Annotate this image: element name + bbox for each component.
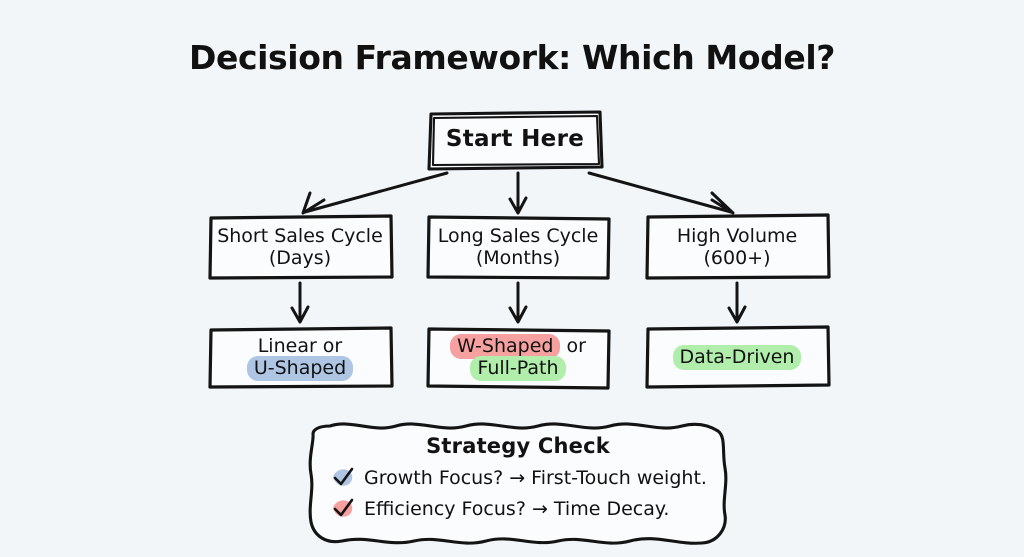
strategy-check-title: Strategy Check (426, 434, 610, 458)
edge-start-to-cond-0 (301, 171, 449, 215)
edge-start-to-cond-2 (587, 171, 735, 215)
highlight-w-shaped: W-Shaped (450, 333, 561, 359)
page-title: Decision Framework: Which Model? (189, 38, 835, 77)
highlight-full-path: Full-Path (470, 356, 566, 381)
node-short-sales-cycle[interactable]: Short Sales Cycle(Days) (209, 216, 391, 278)
node-start[interactable]: Start Here (428, 112, 602, 168)
node-result-data-driven-label: Data-Driven (672, 344, 802, 370)
node-high-volume[interactable]: High Volume(600+) (646, 216, 828, 278)
strategy-check-item-text: Efficiency Focus? → Time Decay. (364, 498, 670, 520)
node-long-sales-cycle[interactable]: Long Sales Cycle(Months) (427, 216, 609, 278)
strategy-check-item: Growth Focus? → First-Touch weight. (313, 465, 723, 491)
result-conjunction: or (560, 334, 586, 357)
node-result-data-driven[interactable]: Data-Driven (646, 328, 828, 386)
edge-start-to-cond-1 (508, 171, 528, 215)
edge-cond-1-to-res-1 (508, 281, 528, 324)
node-short-sales-cycle-label: Short Sales Cycle(Days) (217, 224, 383, 269)
check-icon-blue (329, 465, 357, 491)
strategy-check-item-text: Growth Focus? → First-Touch weight. (364, 467, 707, 489)
check-icon-red (329, 496, 357, 522)
highlight-data-driven: Data-Driven (672, 344, 802, 370)
strategy-check-item: Efficiency Focus? → Time Decay. (313, 496, 723, 522)
strategy-check-panel: Strategy Check Growth Focus? → First-Tou… (313, 424, 723, 544)
edge-cond-0-to-res-0 (290, 281, 310, 324)
node-long-sales-cycle-label: Long Sales Cycle(Months) (437, 224, 599, 269)
node-start-label: Start Here (445, 126, 585, 153)
highlight-u-shaped: U-Shaped (246, 356, 354, 381)
edge-cond-2-to-res-2 (727, 281, 747, 324)
node-high-volume-label: High Volume(600+) (676, 224, 798, 269)
